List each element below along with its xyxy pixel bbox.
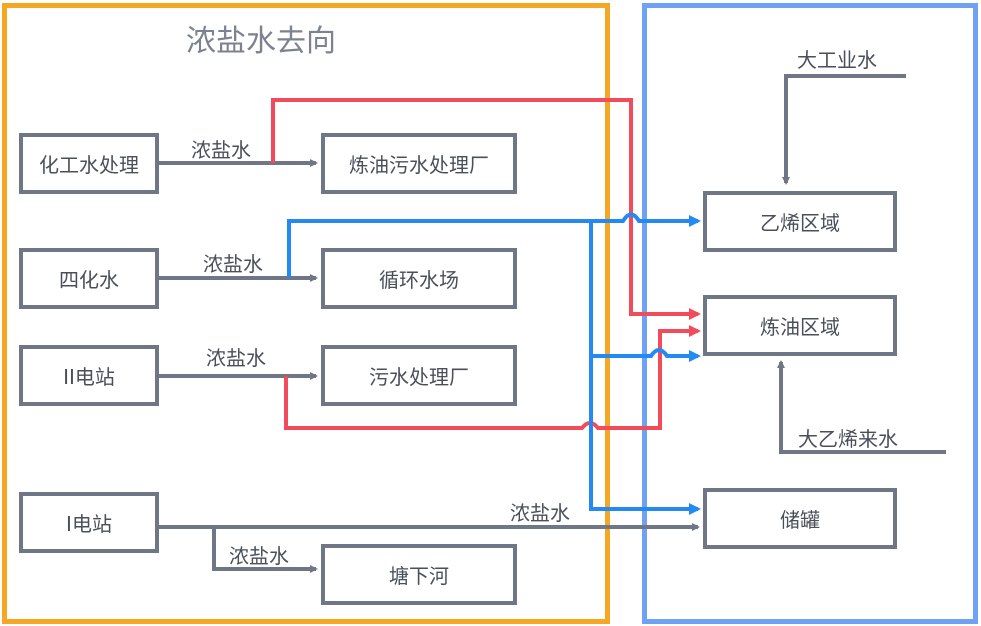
flow-label-i-station: 浓盐水 — [510, 501, 570, 525]
flow-label-sihua: 浓盐水 — [203, 252, 263, 276]
area-ethylene: 乙烯区域 — [703, 191, 897, 252]
page-title: 浓盐水去向 — [186, 24, 336, 59]
area-tank: 储罐 — [703, 488, 897, 549]
flow-label-ii-station: 浓盐水 — [206, 346, 266, 370]
source-ii-station: II电站 — [19, 345, 159, 406]
dest-circulating: 循环水场 — [321, 248, 517, 309]
external-da-yixi: 大乙烯来水 — [798, 427, 898, 451]
flow-label-huagong: 浓盐水 — [191, 138, 251, 162]
arrow-dagongye-to-ethylene — [782, 74, 906, 185]
blue-branch-to-tank — [589, 356, 701, 515]
dest-wastewater: 污水处理厂 — [321, 345, 517, 406]
area-refinery: 炼油区域 — [703, 295, 897, 356]
dest-tangxia: 塘下河 — [321, 544, 517, 605]
external-da-gongye: 大工业水 — [797, 48, 877, 72]
source-huagong: 化工水处理 — [19, 133, 159, 194]
source-i-station: I电站 — [19, 492, 159, 553]
blue-sihua-to-ethylene — [287, 212, 701, 278]
flow-label-tangxia: 浓盐水 — [229, 544, 289, 568]
dest-refinery-wastewater: 炼油污水处理厂 — [321, 133, 517, 194]
source-sihua: 四化水 — [19, 248, 159, 309]
arrow-i-to-tangxia — [212, 527, 318, 573]
left-frame — [2, 3, 610, 624]
blue-branch-to-refinery — [589, 221, 701, 362]
arrow-dayixi-to-refinery — [777, 360, 946, 454]
red-huagong-to-refinery — [271, 98, 701, 320]
